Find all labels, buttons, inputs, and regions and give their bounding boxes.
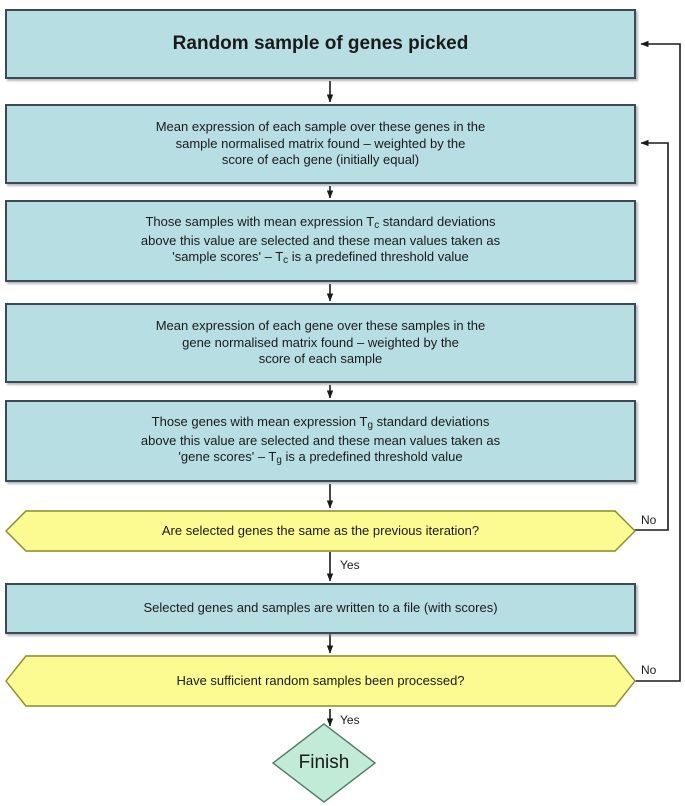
edge-label-converged-no: No	[641, 513, 657, 527]
line3-pre: 'gene scores' – T	[178, 449, 277, 465]
node-label-line-3: score of each sample	[258, 351, 383, 367]
node-terminator-finish[interactable]: Finish	[272, 723, 376, 803]
node-label: Have sufficient random samples been proc…	[176, 672, 465, 688]
node-samples-selected-by-tc-threshold[interactable]: Those samples with mean expression Tc st…	[5, 200, 636, 282]
node-label-line-1: Mean expression of each sample over thes…	[155, 118, 486, 134]
edge-enough-no-loop	[634, 40, 681, 682]
node-label-line-2: above this value are selected and these …	[140, 432, 501, 448]
tc-subscript: c	[374, 219, 380, 231]
line1-post: standard deviations	[379, 213, 496, 229]
edge-converged-no-loop	[634, 139, 669, 531]
node-decision-sufficient-random-samples[interactable]: Have sufficient random samples been proc…	[5, 655, 636, 707]
node-label: Random sample of genes picked	[172, 32, 469, 54]
node-label: Selected genes and samples are written t…	[143, 600, 498, 616]
node-genes-selected-by-tg-threshold[interactable]: Those genes with mean expression Tg stan…	[5, 400, 636, 482]
node-label-line-3: score of each gene (initially equal)	[221, 152, 420, 168]
line1-post: standard deviations	[372, 413, 490, 429]
node-label-line-1: Those samples with mean expression Tc st…	[145, 213, 496, 231]
line1-pre: Those genes with mean expression T	[151, 413, 368, 429]
node-label: Those genes with mean expression Tg stan…	[7, 414, 634, 469]
node-label: Are selected genes the same as the previ…	[161, 522, 480, 538]
line1-pre: Those samples with mean expression T	[145, 213, 375, 229]
tg-subscript-2: g	[276, 455, 282, 467]
node-label: Those samples with mean expression Tc st…	[7, 214, 634, 269]
edge-label-enough-yes: Yes	[340, 713, 360, 727]
node-mean-expression-of-each-sample[interactable]: Mean expression of each sample over thes…	[5, 104, 636, 184]
node-label: Mean expression of each gene over these …	[7, 318, 634, 369]
tc-subscript-2: c	[283, 255, 289, 267]
node-random-sample-of-genes-picked[interactable]: Random sample of genes picked	[5, 9, 636, 79]
node-label: Finish	[298, 751, 350, 773]
node-label: Mean expression of each sample over thes…	[7, 119, 634, 170]
node-label-line-1: Those genes with mean expression Tg stan…	[151, 413, 490, 431]
node-label-line-1: Mean expression of each gene over these …	[155, 317, 486, 333]
node-label-line-2: above this value are selected and these …	[140, 232, 501, 248]
edge-label-converged-yes: Yes	[340, 558, 360, 572]
line3-pre: 'sample scores' – T	[172, 249, 284, 265]
node-write-genes-and-samples-to-file[interactable]: Selected genes and samples are written t…	[5, 583, 636, 634]
node-label-line-3: 'gene scores' – Tg is a predefined thres…	[178, 449, 463, 467]
node-mean-expression-of-each-gene[interactable]: Mean expression of each gene over these …	[5, 303, 636, 383]
edge-label-enough-no: No	[641, 663, 657, 677]
node-decision-genes-same-as-previous-iteration[interactable]: Are selected genes the same as the previ…	[5, 510, 636, 552]
node-label-line-2: sample normalised matrix found – weighte…	[175, 135, 466, 151]
node-label-line-3: 'sample scores' – Tc is a predefined thr…	[172, 249, 469, 267]
node-label-line-2: gene normalised matrix found – weighted …	[182, 334, 459, 350]
line3-post: is a predefined threshold value	[288, 249, 469, 265]
line3-post: is a predefined threshold value	[281, 449, 463, 465]
tg-subscript: g	[367, 419, 373, 431]
